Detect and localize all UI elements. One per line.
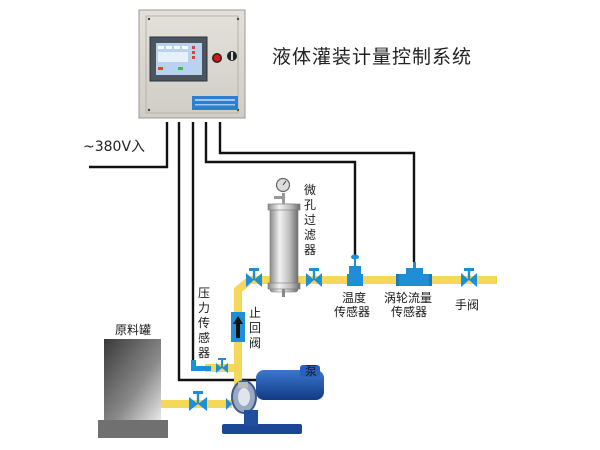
emergency-stop-button[interactable] xyxy=(212,53,222,63)
flow-sensor-wire xyxy=(218,122,416,262)
turbine-flow-sensor xyxy=(396,262,432,286)
check-valve xyxy=(231,312,245,342)
pipe-discharge-riser xyxy=(234,276,497,385)
raw-tank-label: 原料罐 xyxy=(115,323,152,337)
flow-arrow-icon xyxy=(233,316,243,338)
pump xyxy=(222,365,324,434)
nameplate xyxy=(192,96,238,110)
flow-sensor-label-1: 涡轮流量 xyxy=(384,291,433,305)
pressure-sensor-fitting xyxy=(191,360,211,371)
inlet-valve-icon[interactable] xyxy=(189,391,207,411)
manual-valve-label: 手阀 xyxy=(455,298,480,312)
power-input-label: ~380V入 xyxy=(83,139,146,155)
selector-switch[interactable] xyxy=(227,51,237,61)
filter-outlet-valve-icon[interactable] xyxy=(306,268,322,287)
manual-valve-icon[interactable] xyxy=(461,268,477,287)
pump-wire xyxy=(177,122,292,382)
flow-sensor-label-2: 传感器 xyxy=(391,305,428,319)
control-cabinet xyxy=(138,9,246,119)
temp-sensor-label-2: 传感器 xyxy=(334,305,371,319)
temp-sensor-wire xyxy=(204,122,357,255)
pump-label: 泵 xyxy=(305,364,318,378)
micro-filter xyxy=(267,177,301,297)
filter-inlet-valve-icon[interactable] xyxy=(246,268,262,287)
touchscreen-hmi[interactable] xyxy=(149,36,208,82)
check-valve-label: 止回阀 xyxy=(248,306,261,350)
raw-material-tank xyxy=(98,339,168,438)
pressure-sensor-label: 压力传感器 xyxy=(197,286,210,360)
micro-filter-label: 微孔过滤器 xyxy=(303,183,316,257)
diagram-title: 液体灌装计量控制系统 xyxy=(272,46,473,68)
temp-sensor-label-1: 温度 xyxy=(342,291,367,305)
valve-icon[interactable] xyxy=(216,358,228,373)
power-wire xyxy=(89,122,169,169)
control-wiring xyxy=(89,122,416,382)
temperature-sensor xyxy=(347,254,363,286)
